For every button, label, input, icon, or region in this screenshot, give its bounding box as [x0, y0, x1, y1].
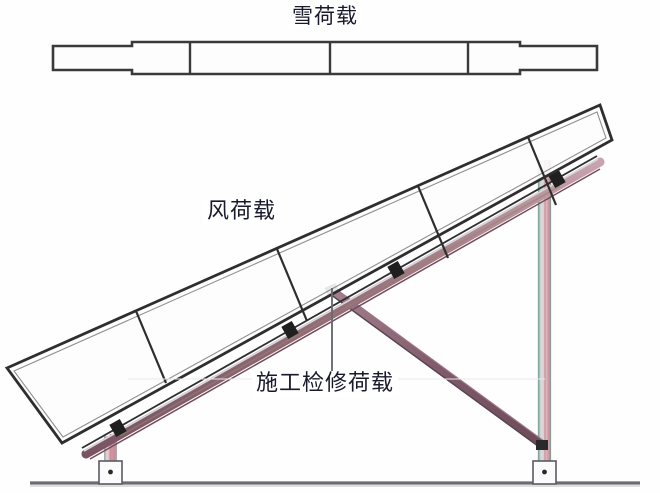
panel-inner-frame	[13, 111, 607, 438]
snow-load-bar	[51, 40, 599, 76]
snow-load-label: 雪荷载	[288, 4, 362, 30]
panel-outline	[4, 103, 614, 445]
rail-clamp-3	[387, 260, 405, 280]
diagonal-brace-upper-edge	[335, 288, 549, 445]
brace-bottom-connector	[536, 440, 548, 450]
wind-load-label: 风荷载	[203, 199, 281, 226]
solar-panel-array	[4, 103, 614, 445]
diagonal-brace-lower-edge	[329, 293, 543, 450]
diagonal-brace-body	[330, 288, 548, 451]
panel-divider-1	[134, 310, 168, 384]
panel-divider-4	[526, 136, 558, 206]
rear-support-post	[537, 160, 552, 470]
rail-clamp-1	[109, 418, 127, 438]
rail-clamp-4	[548, 169, 566, 189]
maintenance-load-label: 施工检修荷载	[252, 371, 399, 398]
rail-body	[81, 157, 605, 459]
panel-divider-2	[275, 248, 309, 322]
rear-footing-bolt	[542, 469, 547, 475]
panel-divider-3	[416, 185, 450, 259]
rear-footing	[532, 460, 557, 485]
front-footing-bolt	[108, 469, 113, 475]
snow-bar-outline	[51, 40, 599, 76]
rail-inner-highlight	[83, 158, 599, 452]
rail-top-outline	[81, 155, 598, 449]
rail-tint-streak	[119, 185, 561, 437]
front-footing	[98, 460, 123, 485]
mounting-rail-purlin	[81, 155, 605, 460]
diagonal-brace	[324, 282, 549, 451]
rail-bottom-outline	[89, 168, 601, 460]
rail-clamp-2	[281, 320, 299, 340]
